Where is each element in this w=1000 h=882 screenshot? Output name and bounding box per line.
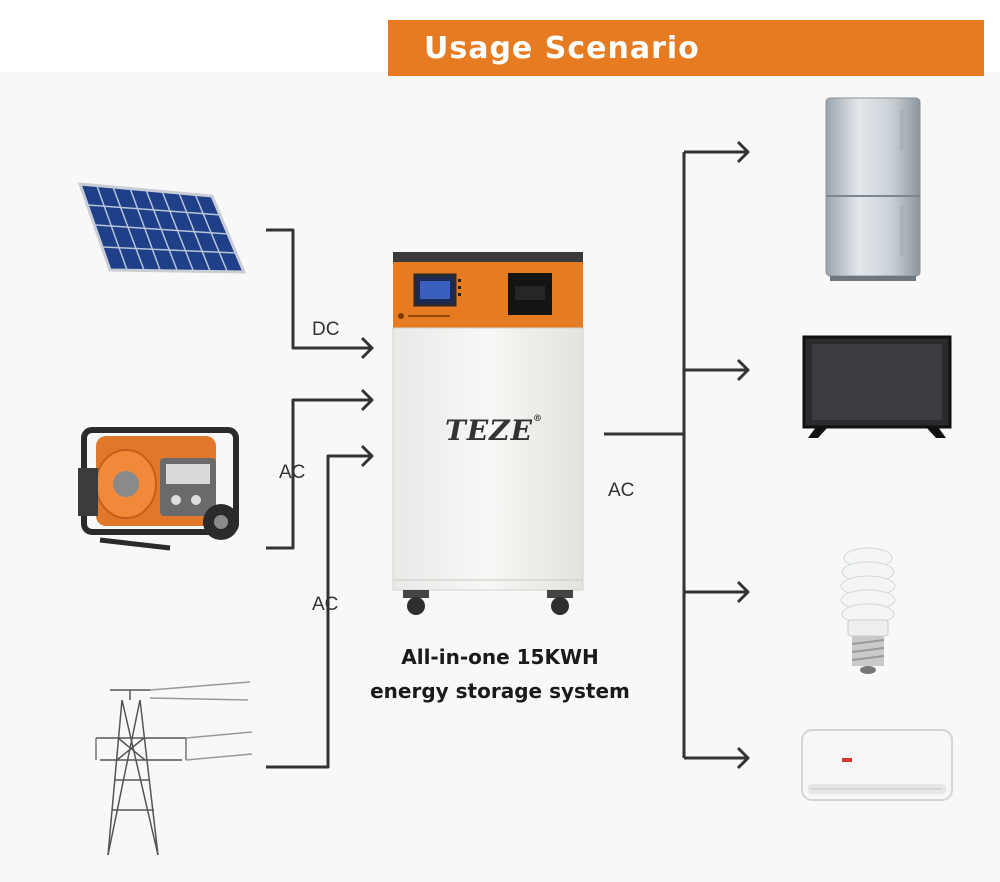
dc-label: DC — [312, 319, 339, 341]
caption-line-2: energy storage system — [350, 674, 650, 708]
unit-caption: All-in-one 15KWH energy storage system — [350, 640, 650, 708]
solar-panel-icon — [80, 184, 244, 272]
caption-line-1: All-in-one 15KWH — [350, 640, 650, 674]
power-tower-icon — [96, 682, 252, 855]
brand-logo: TEZE® — [445, 414, 543, 447]
tv-icon — [804, 337, 950, 438]
light-bulb-icon — [841, 548, 895, 674]
grid-ac-label: AC — [312, 594, 338, 616]
air-conditioner-icon — [802, 730, 952, 800]
generator-ac-label: AC — [279, 462, 305, 484]
refrigerator-icon — [826, 98, 920, 281]
output-ac-label: AC — [608, 480, 634, 502]
generator-icon — [78, 430, 239, 548]
